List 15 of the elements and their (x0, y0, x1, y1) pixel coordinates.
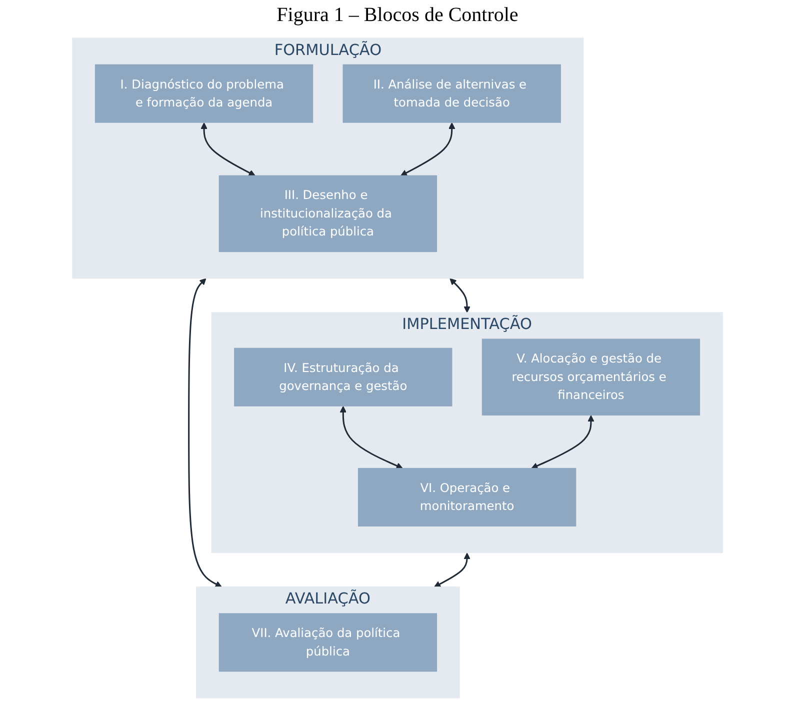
node-box: II. Análise de alternivas e tomada de decisão (342, 64, 561, 123)
node-box: I. Diagnóstico do problema e formação da agenda (94, 64, 314, 123)
figure-title: Figura 1 – Blocos de Controle (276, 3, 520, 28)
arrow (188, 278, 222, 588)
node-box: V. Alocação e gestão de recursos orçamentários e financeiros (482, 338, 700, 416)
arrow (340, 406, 403, 469)
node-box: IV. Estruturação da governança e gestão (234, 348, 452, 406)
arrow (531, 415, 594, 469)
arrow (400, 122, 456, 176)
arrow (450, 278, 470, 313)
node-box: VII. Avaliação da política pública (218, 613, 438, 672)
node-box: III. Desenho e institucionalização da política pública (218, 175, 438, 252)
arrow (434, 552, 470, 588)
node-box: VI. Operação e monitoramento (358, 468, 576, 526)
arrow (200, 122, 256, 176)
